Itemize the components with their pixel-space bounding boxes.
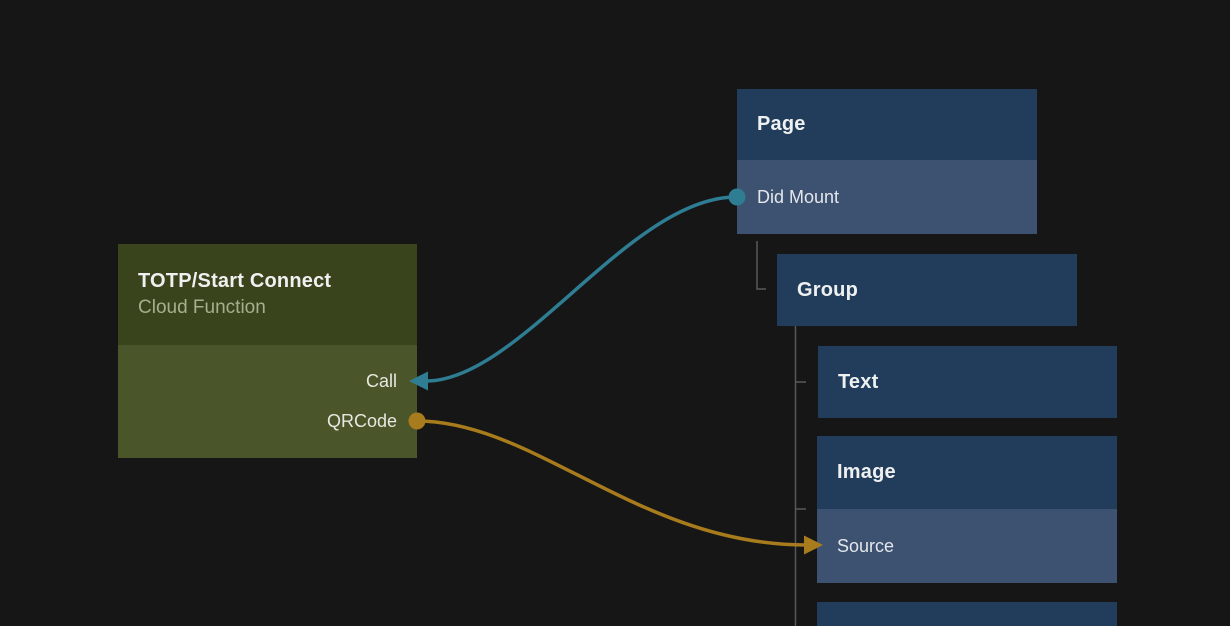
node-partial-bottom[interactable] — [817, 602, 1117, 626]
node-group-title: Group — [797, 278, 858, 301]
node-cloud-function-body: Call QRCode — [118, 345, 417, 458]
output-port-qrcode[interactable]: QRCode — [326, 410, 397, 431]
wire-didmount-to-call[interactable] — [424, 195, 738, 383]
node-text[interactable]: Text — [818, 346, 1117, 418]
node-cloud-function-title: TOTP/Start Connect — [138, 270, 332, 292]
wire-qrcode-to-source[interactable] — [415, 419, 808, 547]
event-port-did-mount[interactable]: Did Mount — [737, 160, 1037, 234]
node-image-header[interactable]: Image — [817, 436, 1117, 509]
node-cloud-function-header: TOTP/Start Connect Cloud Function — [118, 244, 417, 345]
node-text-title: Text — [838, 370, 879, 393]
tree-line-page-to-group — [756, 241, 766, 290]
node-cloud-function-subtitle: Cloud Function — [138, 297, 266, 318]
node-page-header[interactable]: Page — [737, 89, 1037, 160]
node-image-title: Image — [837, 461, 896, 483]
node-group-header[interactable]: Group — [777, 254, 1077, 326]
node-page-title: Page — [757, 113, 806, 135]
node-text-header[interactable]: Text — [818, 346, 1117, 418]
input-port-source[interactable]: Source — [817, 509, 1117, 583]
output-port-call[interactable]: Call — [365, 370, 397, 391]
node-image[interactable]: Image Source — [817, 436, 1117, 583]
node-cloud-function[interactable]: TOTP/Start Connect Cloud Function Call Q… — [118, 244, 417, 458]
node-page[interactable]: Page Did Mount — [737, 89, 1037, 234]
node-partial-bottom-header — [817, 602, 1117, 626]
node-group[interactable]: Group — [777, 254, 1077, 326]
